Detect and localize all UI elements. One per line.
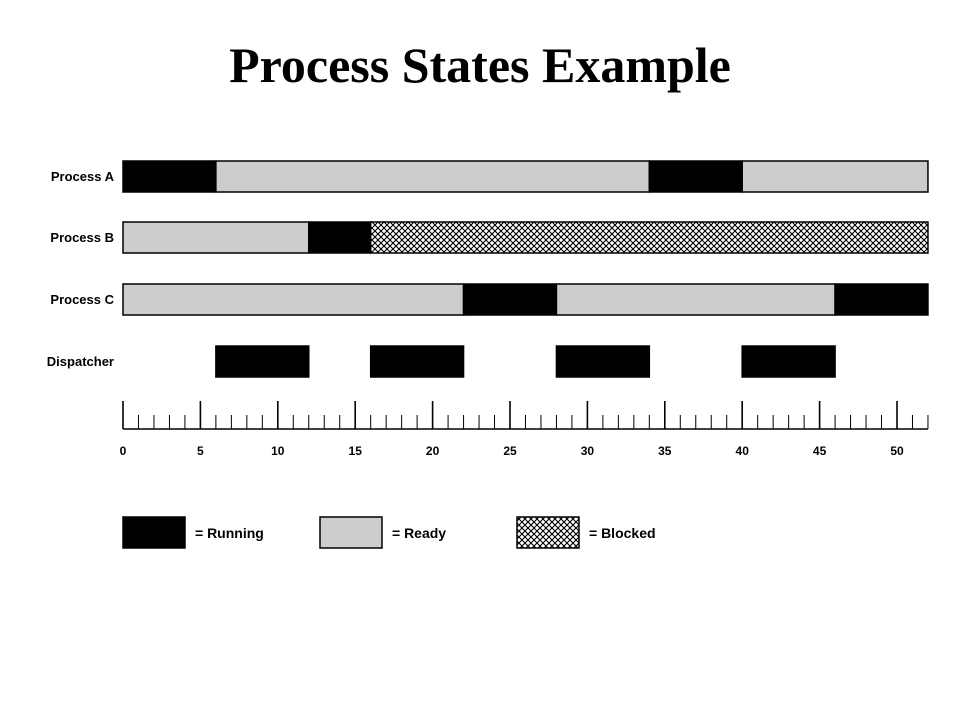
tick-label-25: 25 [503, 444, 517, 458]
legend-label-blocked: = Blocked [589, 525, 656, 541]
legend: = Running = Ready = Blocked [122, 516, 656, 549]
segment-dispatcher-running-0 [215, 345, 310, 378]
segment-process-c-running-3 [834, 283, 929, 316]
legend-label-ready: = Ready [392, 525, 446, 541]
segment-process-c-ready-2 [555, 283, 836, 316]
tick-label-35: 35 [658, 444, 672, 458]
segment-process-c-running-1 [462, 283, 558, 316]
legend-label-running: = Running [195, 525, 264, 541]
slide-title: Process States Example [229, 37, 731, 93]
segment-dispatcher-running-1 [369, 345, 465, 378]
tick-label-40: 40 [736, 444, 750, 458]
time-axis: 0 5 10 15 20 25 30 35 40 45 50 [120, 401, 929, 458]
legend-swatch-ready [319, 516, 383, 549]
segment-process-a-ready-1 [215, 160, 651, 193]
segment-process-a-running-0 [122, 160, 217, 193]
tick-label-10: 10 [271, 444, 285, 458]
tick-label-0: 0 [120, 444, 127, 458]
legend-swatch-blocked [516, 516, 580, 549]
segment-dispatcher-running-3 [741, 345, 836, 378]
row-label-dispatcher: Dispatcher [47, 354, 114, 369]
tick-label-5: 5 [197, 444, 204, 458]
legend-swatch-running [122, 516, 186, 549]
row-label-process-c: Process C [50, 292, 114, 307]
tick-label-20: 20 [426, 444, 440, 458]
segment-process-c-ready-0 [122, 283, 465, 316]
segment-process-b-ready-0 [122, 221, 310, 254]
segment-dispatcher-running-2 [555, 345, 651, 378]
row-label-process-b: Process B [50, 230, 114, 245]
segment-process-a-running-2 [648, 160, 743, 193]
state-segments [122, 160, 929, 378]
segment-process-b-blocked-2 [369, 221, 929, 254]
row-label-process-a: Process A [51, 169, 115, 184]
tick-label-15: 15 [349, 444, 363, 458]
segment-process-a-ready-3 [741, 160, 929, 193]
tick-label-50: 50 [890, 444, 904, 458]
tick-label-30: 30 [581, 444, 595, 458]
segment-process-b-running-1 [308, 221, 372, 254]
tick-label-45: 45 [813, 444, 827, 458]
